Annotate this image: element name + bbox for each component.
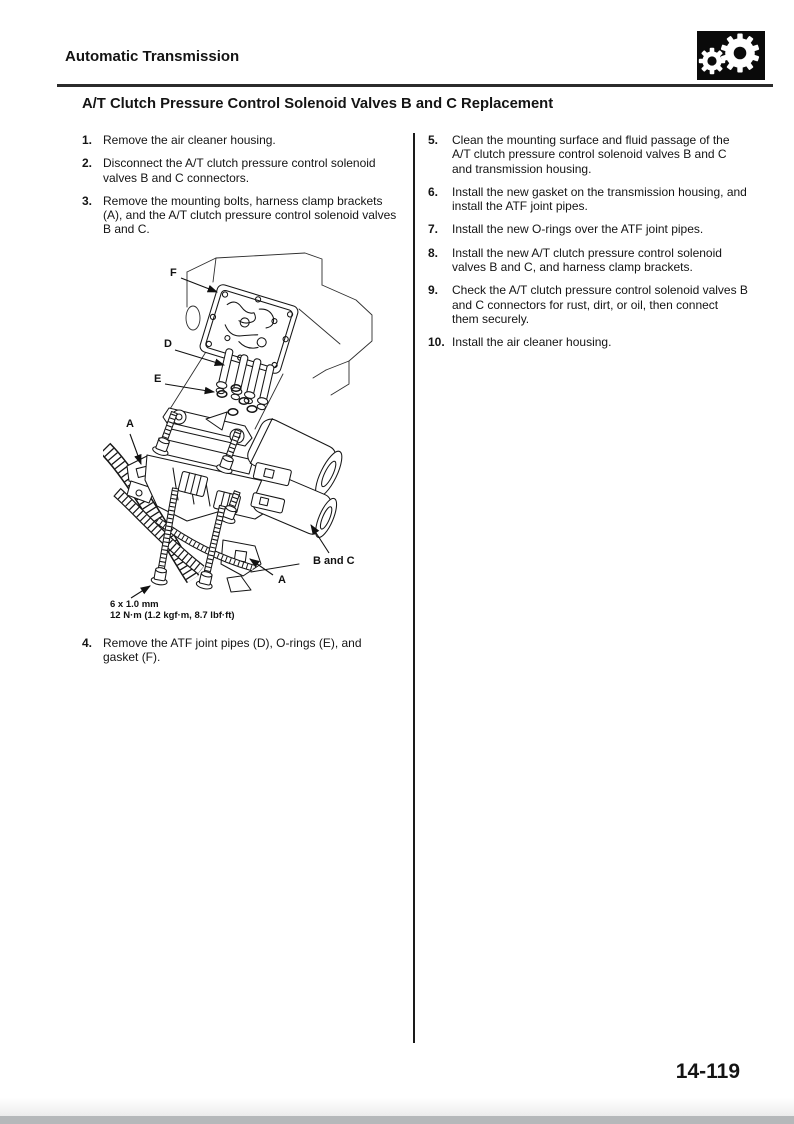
bolt-torque-spec: 12 N·m (1.2 kgf·m, 8.7 lbf·ft) <box>110 610 235 621</box>
procedure-steps-left: 1. Remove the air cleaner housing. 2. Di… <box>82 133 417 246</box>
step-6: 6. Install the new gasket on the transmi… <box>428 185 763 214</box>
mounting-bolt <box>216 428 242 474</box>
page-bottom-shading <box>0 1098 794 1116</box>
step-3: 3. Remove the mounting bolts, harness cl… <box>82 194 417 237</box>
step-number: 10. <box>428 335 445 350</box>
projection-line-right <box>254 373 284 430</box>
column-divider <box>413 133 415 1043</box>
step-2: 2. Disconnect the A/T clutch pressure co… <box>82 156 417 185</box>
label-bolt-a-right: A <box>278 574 286 586</box>
step-1: 1. Remove the air cleaner housing. <box>82 133 417 147</box>
mounting-bolt <box>150 487 179 586</box>
solenoid-connector <box>177 471 209 497</box>
step-number: 3. <box>82 193 93 208</box>
step-text: Remove the mounting bolts, harness clamp… <box>103 193 397 237</box>
step-10: 10. Install the air cleaner housing. <box>428 335 763 349</box>
label-gasket-f: F <box>170 267 177 279</box>
step-number: 1. <box>82 133 93 147</box>
harness-clamp-bracket-right <box>250 462 292 514</box>
step-4: 4. Remove the ATF joint pipes (D), O-rin… <box>82 636 417 665</box>
procedure-step-4: 4. Remove the ATF joint pipes (D), O-rin… <box>82 636 417 674</box>
step-text: Disconnect the A/T clutch pressure contr… <box>103 156 376 185</box>
step-text: Install the new gasket on the transmissi… <box>452 184 747 214</box>
label-orings-e: E <box>154 373 161 385</box>
page-number: 14-119 <box>675 1060 740 1083</box>
solenoid-valve-diagram: F D E A B and C A 6 x 1.0 mm 12 N·m (1.2… <box>99 252 395 637</box>
label-pipes-d: D <box>164 338 172 350</box>
step-number: 4. <box>82 636 93 650</box>
step-text: Remove the air cleaner housing. <box>103 133 276 147</box>
step-7: 7. Install the new O-rings over the ATF … <box>428 222 763 236</box>
step-number: 5. <box>428 133 439 147</box>
mounting-bolt <box>152 410 178 456</box>
mounting-bolt <box>195 504 226 590</box>
procedure-steps-right: 5. Clean the mounting surface and fluid … <box>428 133 763 359</box>
wire-harness-tube <box>99 442 205 584</box>
step-number: 8. <box>428 245 439 260</box>
step-8: 8. Install the new A/T clutch pressure c… <box>428 246 763 275</box>
projection-line-left <box>169 346 210 410</box>
gears-icon <box>697 31 765 85</box>
gasket-shape <box>199 284 299 374</box>
atf-joint-pipes <box>215 348 275 411</box>
step-text: Remove the ATF joint pipes (D), O-rings … <box>103 636 362 665</box>
step-text: Install the new O-rings over the ATF joi… <box>452 222 704 237</box>
bolt-size-spec: 6 x 1.0 mm <box>110 599 159 610</box>
step-text: Install the new A/T clutch pressure cont… <box>452 245 722 275</box>
step-number: 7. <box>428 222 439 237</box>
step-5: 5. Clean the mounting surface and fluid … <box>428 133 763 176</box>
mounting-bracket-top <box>162 407 253 447</box>
step-text: Clean the mounting surface and fluid pas… <box>452 133 730 176</box>
label-clamp-a-left: A <box>126 418 134 430</box>
page-edge-bar <box>0 1116 794 1124</box>
step-text: Install the air cleaner housing. <box>452 335 612 350</box>
step-9: 9. Check the A/T clutch pressure control… <box>428 283 763 326</box>
page-header: Automatic Transmission <box>65 48 240 65</box>
label-solenoids-bc: B and C <box>313 555 355 567</box>
transmission-housing-outline <box>185 252 373 396</box>
section-title: A/T Clutch Pressure Control Solenoid Val… <box>82 96 554 112</box>
header-rule <box>57 84 773 87</box>
step-number: 2. <box>82 156 93 171</box>
step-number: 6. <box>428 184 439 199</box>
o-rings <box>216 384 258 416</box>
step-text: Check the A/T clutch pressure control so… <box>452 283 748 326</box>
solenoid-cylinder-c <box>252 472 338 538</box>
solenoid-cylinder-b <box>247 418 343 498</box>
step-number: 9. <box>428 283 439 298</box>
diagram-callouts: F D E A B and C A 6 x 1.0 mm 12 N·m (1.2… <box>110 267 355 621</box>
